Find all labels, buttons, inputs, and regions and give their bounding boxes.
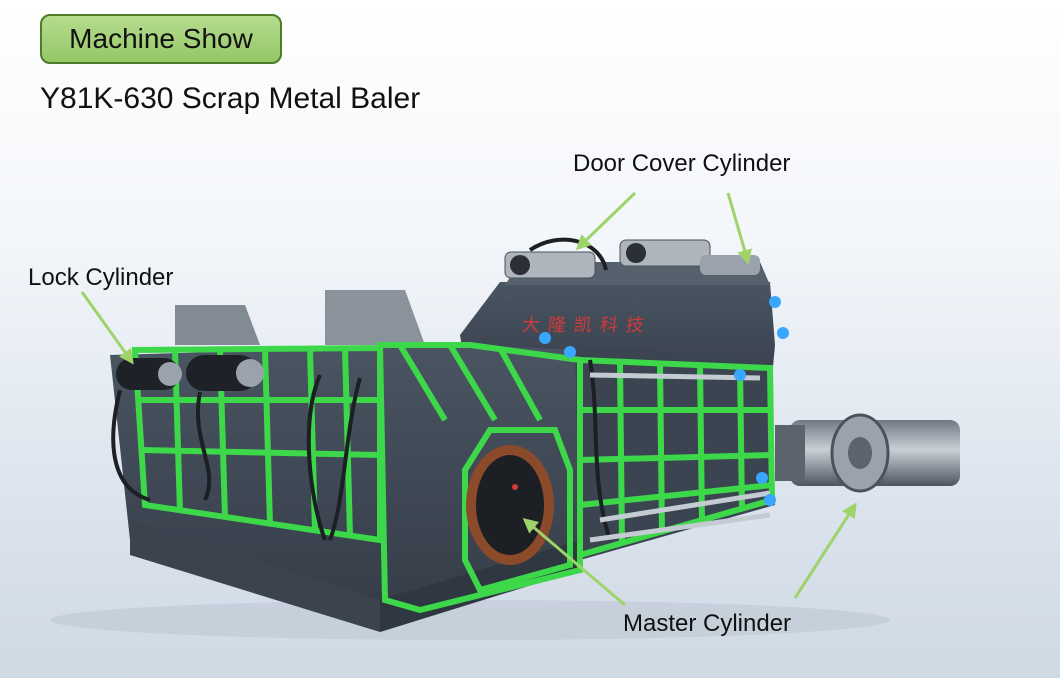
lock-cylinder-label: Lock Cylinder — [28, 264, 174, 291]
door-cover-cylinder-label: Door Cover Cylinder — [573, 150, 791, 177]
door-cover-cylinders — [504, 237, 760, 279]
master-cylinder-arrow-right — [793, 502, 857, 599]
page-title: Y81K-630 Scrap Metal Baler — [40, 82, 421, 115]
ground-shadow — [50, 600, 890, 640]
door-cover-arrow-left — [575, 191, 637, 251]
lock-cylinder-arrow — [80, 291, 134, 365]
blue-fittings — [539, 296, 789, 506]
master-cylinder-arrow-left — [522, 518, 626, 607]
machine-brand-text: 大隆凯科技 — [520, 315, 653, 336]
annotation-arrows — [80, 191, 857, 607]
feed-box — [575, 345, 775, 560]
master-cylinder-opening — [466, 445, 554, 565]
door-cover-arrow-right — [726, 192, 752, 265]
master-cylinder-label: Master Cylinder — [623, 610, 792, 637]
tie-rods — [589, 372, 771, 543]
machine-show-badge: Machine Show — [40, 14, 282, 64]
master-cylinder-roll — [775, 413, 960, 493]
lock-cylinders — [116, 355, 264, 391]
